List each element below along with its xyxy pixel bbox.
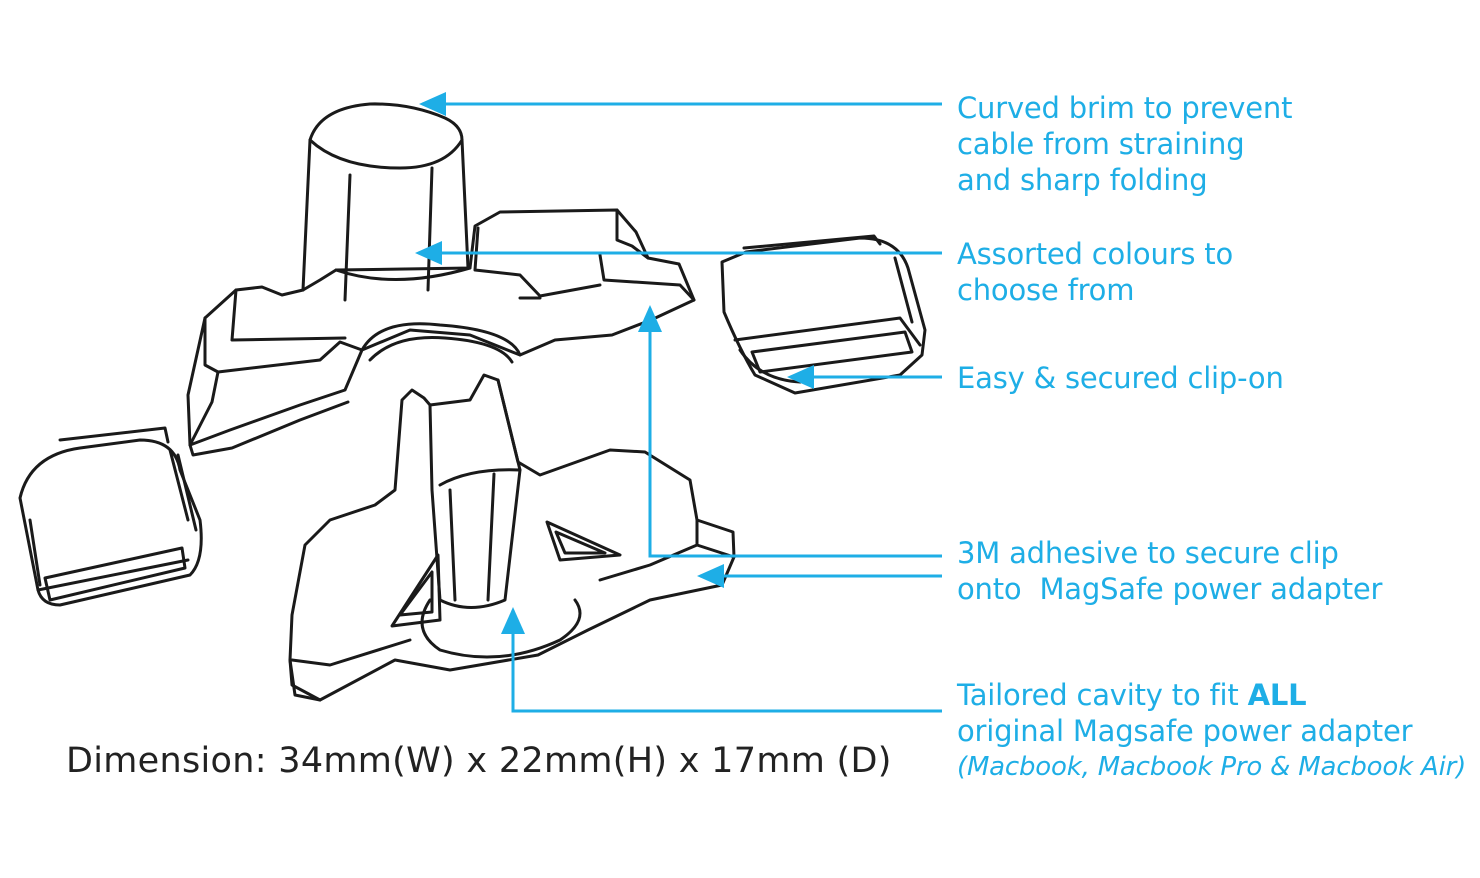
callout-tailored-cavity: Tailored cavity to fit ALL original Mags… (957, 677, 1466, 785)
end-cap-left (18, 426, 203, 607)
callout-cavity-models-note: (Macbook, Macbook Pro & Macbook Air) (957, 752, 1467, 782)
callout-adhesive-line-1: 3M adhesive to secure clip (957, 536, 1339, 570)
callout-colours-line-2: choose from (957, 273, 1135, 307)
dimension-text: Dimension: 34mm(W) x 22mm(H) x 17mm (D) (66, 741, 892, 781)
callout-cavity-emphasis: ALL (1247, 678, 1307, 712)
callout-cavity-line-1: Tailored cavity to fit ALL (957, 677, 1466, 713)
callout-brim-line-3: and sharp folding (957, 163, 1208, 197)
leader-lines (415, 92, 942, 713)
callout-curved-brim: Curved brim to prevent cable from strain… (957, 90, 1292, 198)
callout-colours-line-1: Assorted colours to (957, 237, 1233, 271)
callout-cavity-prefix: Tailored cavity to fit (957, 678, 1248, 712)
callout-assorted-colours: Assorted colours to choose from (957, 236, 1233, 308)
callout-clip-line-1: Easy & secured clip-on (957, 361, 1284, 395)
leader-cavity (501, 607, 942, 713)
callout-brim-line-1: Curved brim to prevent (957, 91, 1293, 125)
callout-brim-line-2: cable from straining (957, 127, 1245, 161)
leader-adhesive-top (638, 305, 942, 558)
clip-bottom-piece (288, 373, 736, 702)
clip-top-piece (186, 102, 696, 457)
callout-cavity-line-2: original Magsafe power adapter (957, 714, 1413, 748)
callout-adhesive-line-2: onto MagSafe power adapter (957, 572, 1383, 606)
callout-3m-adhesive: 3M adhesive to secure clip onto MagSafe … (957, 535, 1382, 607)
end-cap-right (720, 234, 927, 395)
callout-clip-on: Easy & secured clip-on (957, 360, 1284, 396)
